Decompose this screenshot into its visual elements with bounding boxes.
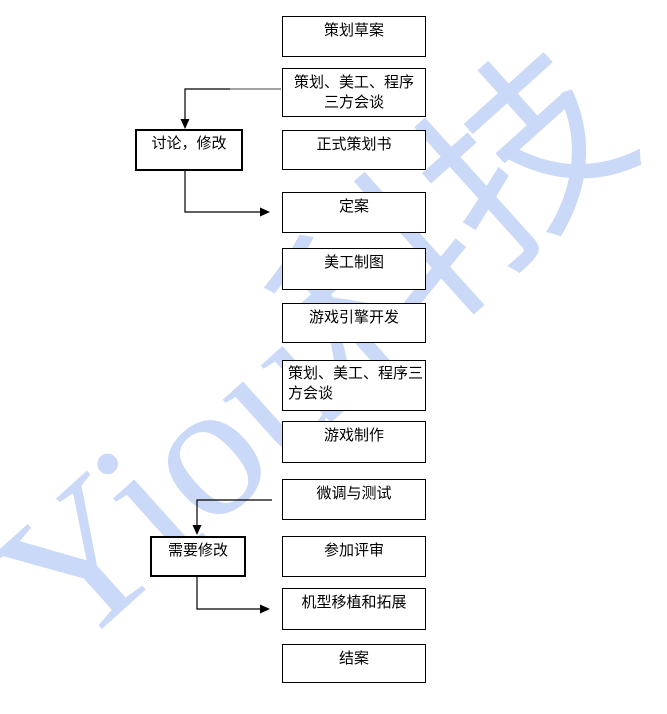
- flow-box-label-line2: 三方会谈: [323, 94, 384, 111]
- flow-box-formal-plan-document: 正式策划书: [282, 130, 426, 170]
- arrowhead-down-icon: [180, 119, 190, 129]
- arrowhead-right-icon: [260, 604, 270, 614]
- flow-box-label-line1: 策划、美工、程序三: [288, 365, 424, 382]
- flow-box-tripartite-meeting-1: 策划、美工、程序 三方会谈: [282, 68, 426, 117]
- flow-box-label-line1: 策划、美工、程序: [293, 74, 414, 91]
- flow-box-label: 微调与测试: [316, 485, 392, 502]
- flow-box-label: 正式策划书: [316, 136, 392, 153]
- flow-box-game-engine-dev: 游戏引擎开发: [282, 303, 426, 343]
- flow-box-case-closed: 结案: [282, 644, 426, 683]
- flow-box-label: 美工制图: [323, 254, 384, 271]
- flow-box-tripartite-meeting-2: 策划、美工、程序三 方会谈: [282, 360, 426, 411]
- arrow-testing-to-needmodify: [192, 499, 272, 535]
- arrowhead-right-icon: [260, 207, 270, 217]
- flow-box-need-modify: 需要修改: [150, 536, 246, 577]
- flow-box-label: 参加评审: [323, 542, 384, 559]
- flow-box-art-drawing: 美工制图: [282, 248, 426, 290]
- flow-box-discuss-modify: 讨论，修改: [135, 129, 243, 171]
- flow-box-label: 策划草案: [323, 22, 384, 39]
- arrow-discuss-to-finalize: [184, 171, 270, 217]
- flow-box-porting-expansion: 机型移植和拓展: [282, 588, 426, 630]
- flow-box-game-production: 游戏制作: [282, 421, 426, 463]
- flow-box-label: 定案: [338, 198, 369, 215]
- flow-box-review: 参加评审: [282, 536, 426, 577]
- flow-box-label: 游戏引擎开发: [308, 309, 399, 326]
- flow-box-tuning-and-testing: 微调与测试: [282, 479, 426, 520]
- flow-box-finalize: 定案: [282, 192, 426, 233]
- flow-box-label: 游戏制作: [323, 427, 384, 444]
- arrow-needmodify-to-porting: [196, 577, 270, 614]
- arrowhead-down-icon: [192, 525, 202, 535]
- flow-box-planning-draft: 策划草案: [282, 16, 426, 57]
- flow-box-label-line2: 方会谈: [288, 385, 334, 402]
- arrow-meeting1-to-discuss: [180, 88, 281, 129]
- flow-box-label: 需要修改: [167, 542, 228, 559]
- flow-box-label: 结案: [338, 650, 369, 667]
- flow-box-label: 机型移植和拓展: [301, 594, 407, 611]
- flow-box-label: 讨论，修改: [151, 135, 227, 152]
